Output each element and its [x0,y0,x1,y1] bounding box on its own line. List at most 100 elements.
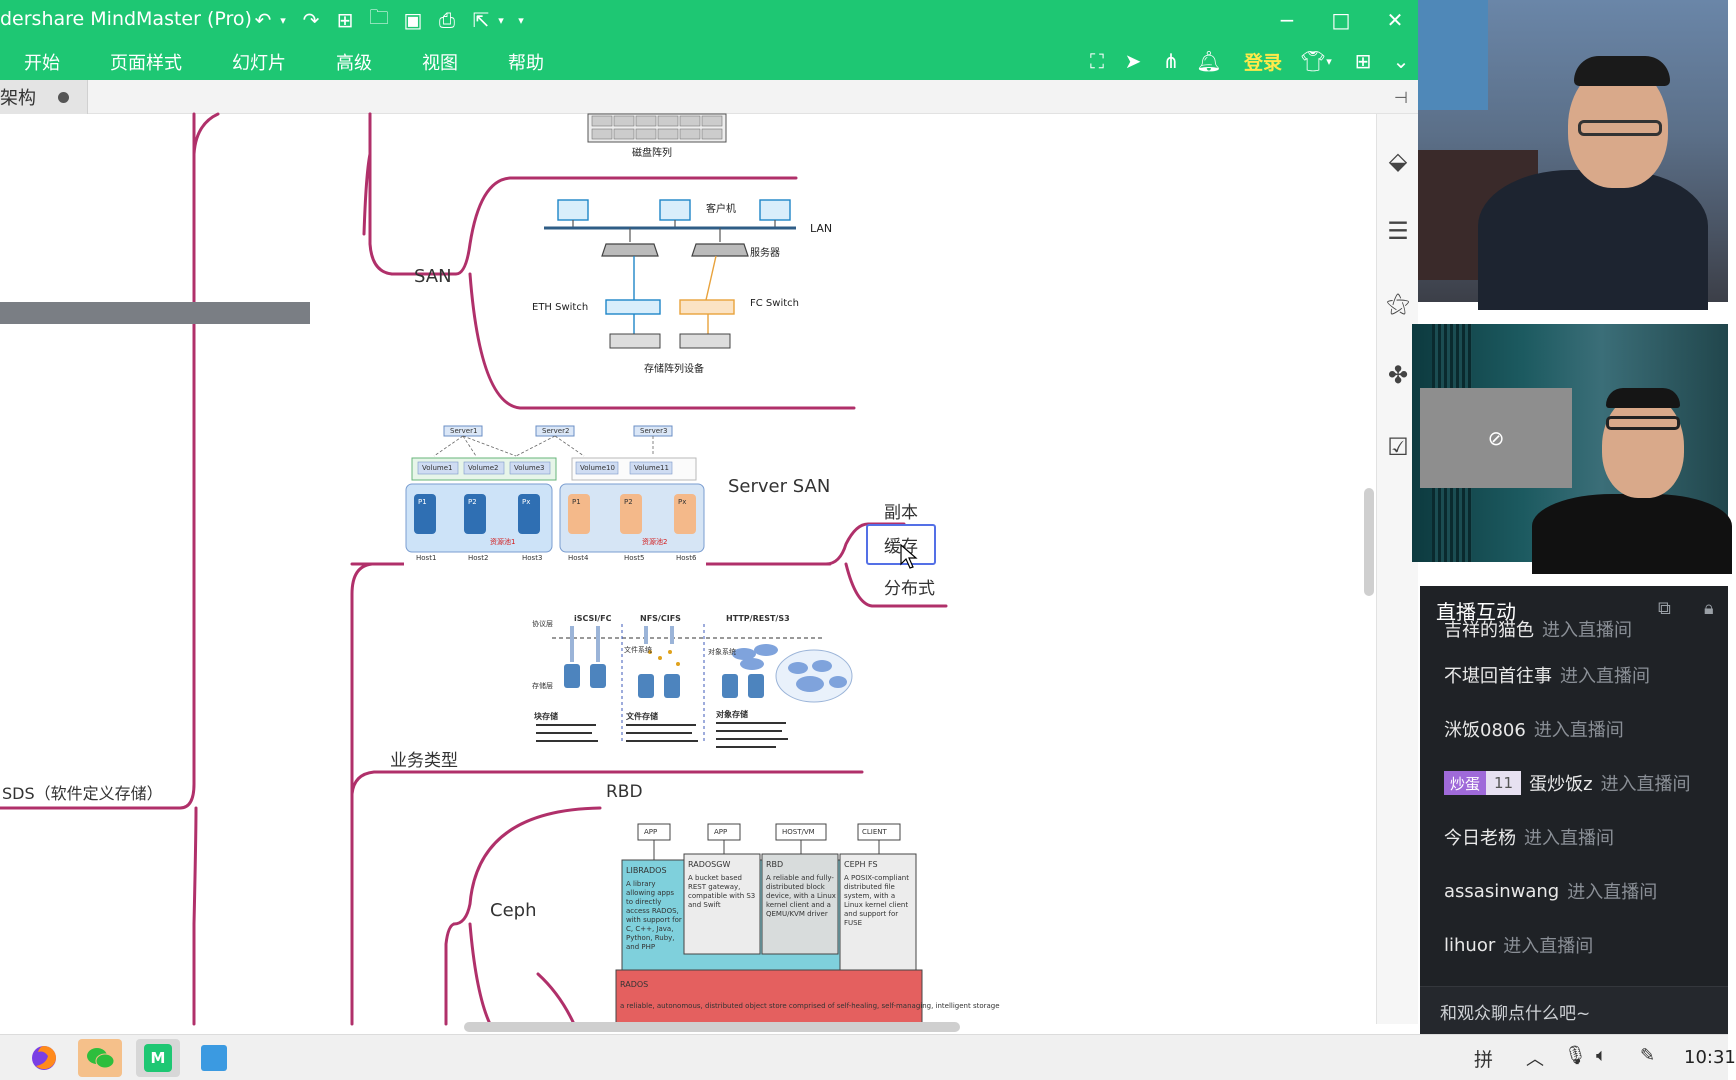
ime-indicator[interactable]: 拼 [1474,1049,1494,1071]
mindmap-canvas[interactable]: SDS（软件定义存储） SAN Server SAN 副本 缓存 分布式 业务类… [0,112,1366,1026]
volume-icon[interactable]: 🔈︎ [1596,1045,1607,1066]
san-client-label: 客户机 [706,204,736,215]
print-icon[interactable]: ⎙ [439,8,455,32]
business-type-diagram: iSCSI/FC NFS/CIFS HTTP/REST/S3 协议层 存储层 文… [528,614,854,764]
maximize-icon[interactable]: □ [1331,8,1351,32]
root-node-sds[interactable]: SDS（软件定义存储） [2,784,163,803]
tray-expand-icon[interactable]: ︿ [1526,1049,1544,1070]
object-system-label: 对象系统 [708,648,736,656]
pool-right-px: Px [678,498,687,506]
host-label-4: Host4 [568,554,589,562]
redo-icon[interactable]: ↷ [302,8,320,32]
share-icon[interactable]: ⋔ [1162,49,1180,73]
window-background [1418,0,1488,110]
right-sidebar: ⬙ ☰ ⚝ ✤ ☑ [1376,114,1418,1024]
export-dropdown-icon[interactable]: ▾ [498,13,504,27]
firefox-logo [32,1046,56,1070]
outline-list-icon[interactable]: ☰ [1387,217,1409,245]
close-icon[interactable]: ✕ [1386,8,1404,32]
chat-username[interactable]: 不堪回首往事 [1444,666,1552,687]
export-icon[interactable]: ⇱ [472,8,490,32]
menu-help[interactable]: 帮助 [508,53,544,74]
save-icon[interactable]: ▣ [403,8,423,32]
chat-action-text: 进入直播间 [1567,882,1658,903]
vertical-scrollbar[interactable] [1364,488,1374,596]
fullscreen-icon[interactable]: ⛶ [1090,49,1104,73]
camera-off-overlay[interactable]: ⊘ [1420,388,1572,488]
node-ceph[interactable]: Ceph [490,900,537,921]
layer-storage-label: 存储层 [532,682,553,690]
pen-icon[interactable]: ✎ [1640,1045,1656,1066]
menu-start[interactable]: 开始 [24,53,60,74]
chat-username[interactable]: 蛋炒饭z [1529,774,1593,795]
host-shirt [1478,170,1708,310]
chat-username[interactable]: assasinwang [1444,880,1560,902]
document-tab[interactable]: 架构 [0,80,88,114]
node-server-san[interactable]: Server SAN [728,476,831,497]
node-san[interactable]: SAN [414,266,452,287]
chat-action-text: 进入直播间 [1600,774,1691,795]
mark-icon[interactable]: ⚝ [1386,289,1410,317]
chat-message: 吉祥的猫色 进入直播间 [1444,614,1632,644]
node-replica[interactable]: 副本 [884,503,918,523]
chat-message: lihuor 进入直播间 [1444,930,1593,960]
horizontal-scrollbar[interactable] [464,1022,960,1032]
taskbar-clock[interactable]: 10:31 [1684,1047,1736,1068]
wechat-icon[interactable] [78,1039,122,1077]
server-label-3: Server3 [640,427,668,435]
server-san-diagram: Server1 Server2 Server3 Volume1 Volume2 … [404,424,706,570]
fan-badge-level: 11 [1486,771,1522,795]
login-button[interactable]: 登录 [1244,52,1283,74]
format-brush-icon[interactable]: ⬙ [1388,147,1408,175]
chat-input[interactable]: 和观众聊点什么吧~ [1420,986,1728,1034]
customize-icon[interactable]: ▾ [518,13,524,27]
guest-glasses-icon [1606,416,1680,430]
mouse-cursor-icon [900,543,918,569]
send-icon[interactable]: ➤ [1124,49,1142,73]
san-lan-label: LAN [810,222,833,235]
title-bar: dershare MindMaster (Pro) ↶ ▾ ↷ ⊞ 🗀 ▣ ⎙ … [0,0,1418,40]
menu-advanced[interactable]: 高级 [336,53,372,74]
screenshot-tool-icon[interactable] [192,1039,236,1077]
bell-icon[interactable]: 🔔︎ [1196,49,1222,73]
document-tab-bar: 架构 ⊣ [0,80,1418,114]
minimize-icon[interactable]: − [1278,8,1296,32]
menu-view[interactable]: 视图 [422,53,458,74]
san-fc-switch-label: FC Switch [750,298,799,309]
wechat-logo [87,1048,115,1069]
node-distributed[interactable]: 分布式 [884,579,935,599]
chat-username[interactable]: 今日老杨 [1444,828,1516,849]
shirt-icon[interactable]: 👕︎ [1300,49,1326,73]
apps-icon[interactable]: ⊞ [1354,49,1372,73]
ceph-app-2: APP [714,828,728,836]
undo-icon[interactable]: ↶ [254,8,272,32]
popout-icon[interactable]: ⧉ [1658,598,1671,619]
unsaved-dot-icon [58,91,69,103]
node-rbd[interactable]: RBD [606,782,643,802]
task-icon[interactable]: ☑ [1387,433,1409,461]
menu-slides[interactable]: 幻灯片 [232,53,286,74]
new-icon[interactable]: ⊞ [336,8,354,32]
ceph-librados-title: LIBRADOS [626,866,667,875]
pin-icon[interactable]: ⊣ [1394,88,1408,107]
clipart-icon[interactable]: ✤ [1387,361,1409,389]
menu-page-style[interactable]: 页面样式 [110,53,182,74]
chat-username[interactable]: lihuor [1444,934,1496,956]
mindmaster-taskbar-icon[interactable]: M [136,1039,180,1077]
ceph-radosgw-desc: A bucket based REST gateway, compatible … [688,874,756,909]
undo-dropdown-icon[interactable]: ▾ [280,13,286,27]
chat-message-list[interactable]: 吉祥的猫色 进入直播间 不堪回首往事 进入直播间 洣饭0806 进入直播间 炒蛋… [1420,620,1728,978]
lock-icon[interactable]: 🔒︎ [1704,598,1714,619]
chat-username[interactable]: 吉祥的猫色 [1444,620,1534,641]
node-business-type[interactable]: 业务类型 [390,751,458,771]
collapse-icon[interactable]: ⌄ [1392,49,1410,73]
open-icon[interactable]: 🗀 [369,5,389,29]
firefox-icon[interactable] [22,1039,66,1077]
guest-shirt [1532,494,1732,574]
microphone-icon[interactable]: 🎙︎ [1564,1045,1587,1066]
app-title: dershare MindMaster (Pro) [0,8,252,30]
chat-username[interactable]: 洣饭0806 [1444,720,1526,741]
shirt-dropdown-icon[interactable]: ▾ [1326,54,1332,68]
business-type-drawing [536,624,853,748]
pool-left-px: Px [522,498,531,506]
